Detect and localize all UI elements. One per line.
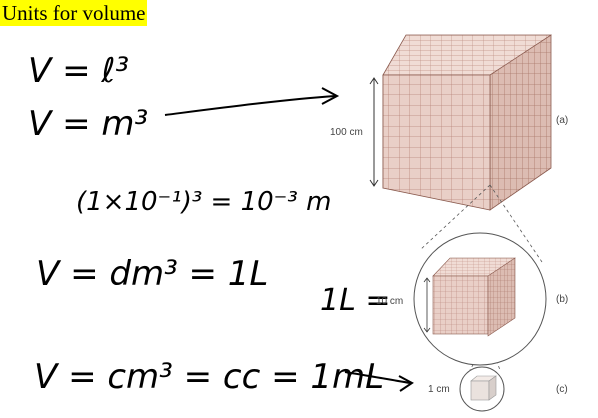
- arrow-to-big-cube: [164, 95, 336, 116]
- small-cube-tag: (c): [556, 384, 568, 395]
- big-cube: [382, 34, 552, 211]
- mid-cube-tag: (b): [556, 294, 568, 305]
- arrow-to-small-cube: [344, 371, 411, 384]
- page-title: Units for volume: [0, 0, 148, 26]
- arrow-head-1: [321, 87, 340, 105]
- note-line-1: V = ℓ³: [28, 51, 129, 91]
- small-cube-label: 1 cm: [428, 384, 450, 395]
- note-line-2: V = m³: [28, 104, 148, 144]
- mid-cube: [432, 257, 516, 337]
- note-line-3: (1×10⁻¹)³ = 10⁻³ m: [76, 187, 331, 217]
- note-line-5: V = cm³ = cc = 1mL: [34, 357, 384, 397]
- note-line-6: 1L =: [320, 283, 390, 318]
- big-cube-label: 100 cm: [330, 127, 363, 138]
- arrow-head-2: [398, 375, 414, 392]
- note-line-4: V = dm³ = 1L: [36, 254, 268, 294]
- big-cube-tag: (a): [556, 115, 568, 126]
- handwritten-notes: V = ℓ³ V = m³ (1×10⁻¹)³ = 10⁻³ m V = dm³…: [28, 51, 390, 397]
- mid-cube-label: 10 cm: [376, 296, 403, 307]
- small-cube: [470, 375, 497, 401]
